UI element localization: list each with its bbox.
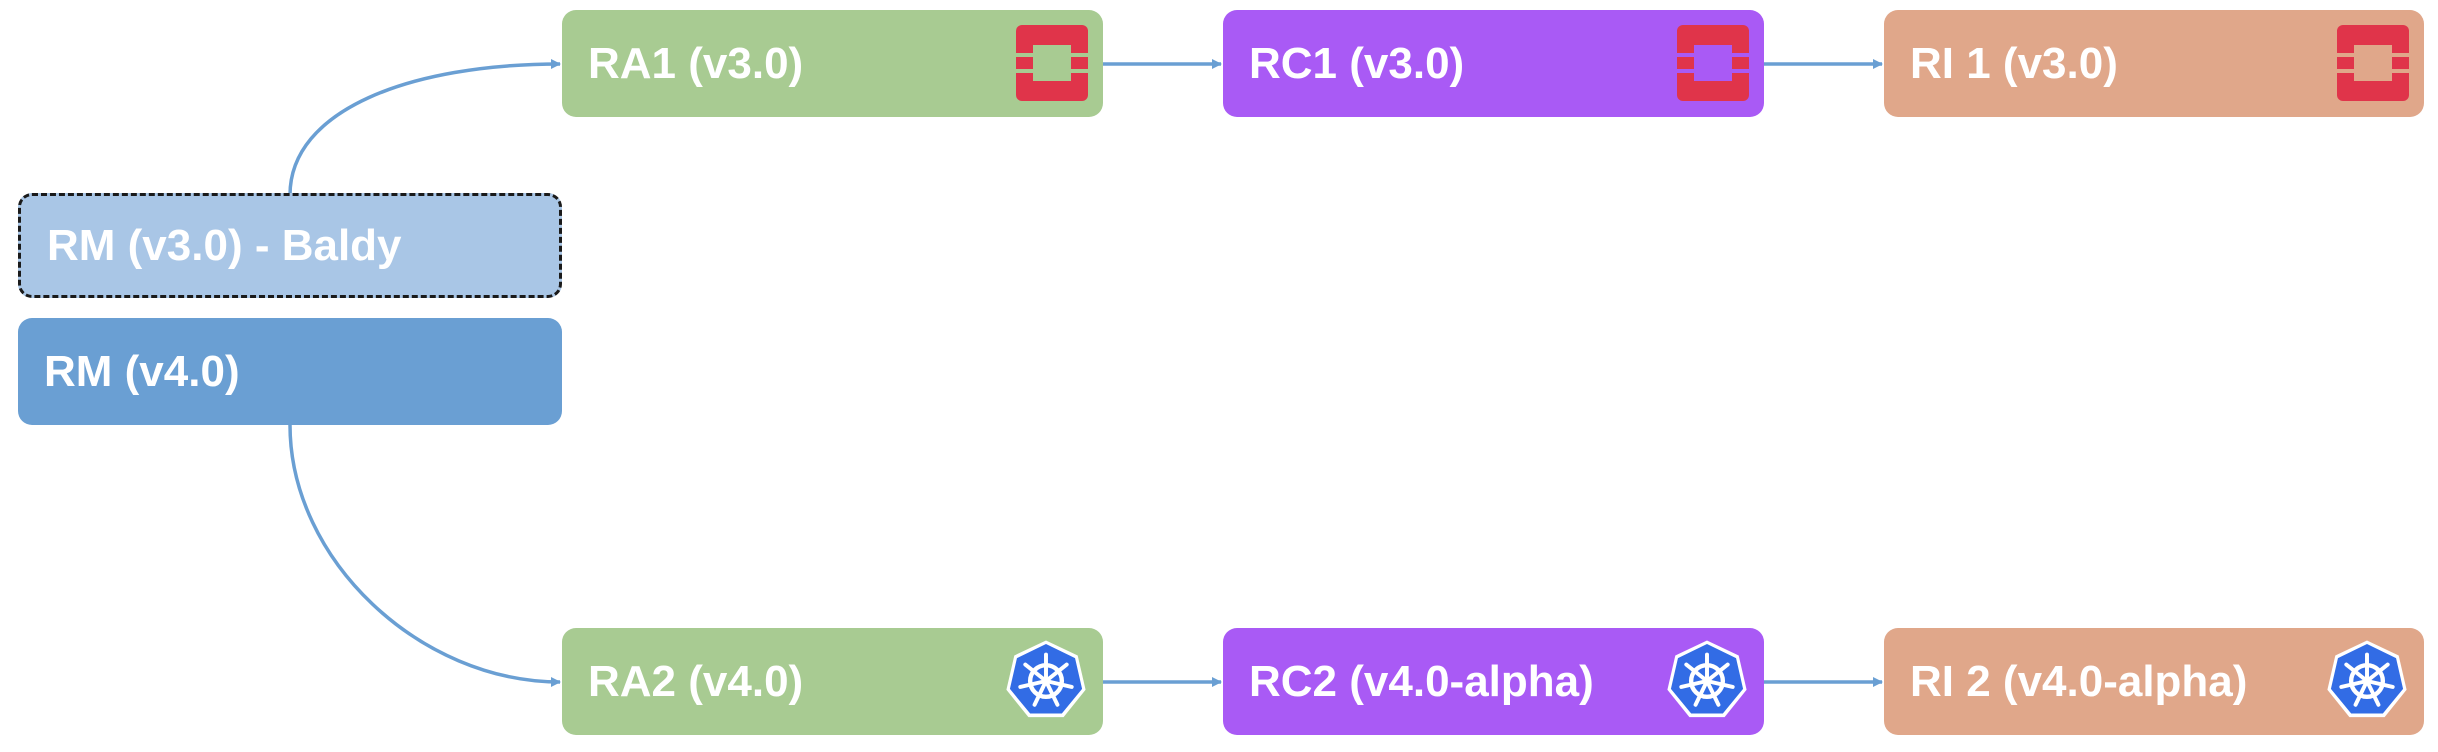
node-label: RC1 (v3.0) bbox=[1249, 38, 1465, 88]
openstack-icon bbox=[1016, 25, 1088, 101]
node-label: RM (v4.0) bbox=[44, 346, 240, 396]
node-rm-v4: RM (v4.0) bbox=[18, 318, 562, 425]
kubernetes-icon bbox=[2327, 640, 2407, 718]
node-rc2: RC2 (v4.0-alpha) bbox=[1223, 628, 1764, 735]
kubernetes-icon bbox=[1667, 640, 1747, 718]
node-label: RC2 (v4.0-alpha) bbox=[1249, 656, 1594, 706]
node-ra2: RA2 (v4.0) bbox=[562, 628, 1103, 735]
node-label: RI 1 (v3.0) bbox=[1910, 38, 2118, 88]
edge-rm-v4-to-ra2 bbox=[288, 424, 561, 687]
openstack-icon bbox=[2337, 25, 2409, 101]
node-label: RI 2 (v4.0-alpha) bbox=[1910, 656, 2248, 706]
node-rc1: RC1 (v3.0) bbox=[1223, 10, 1764, 117]
kubernetes-icon bbox=[1006, 640, 1086, 718]
node-label: RA2 (v4.0) bbox=[588, 656, 804, 706]
node-ra1: RA1 (v3.0) bbox=[562, 10, 1103, 117]
node-rm-v3-baldy: RM (v3.0) - Baldy bbox=[18, 193, 562, 298]
openstack-icon bbox=[1677, 25, 1749, 101]
node-label: RM (v3.0) - Baldy bbox=[47, 220, 402, 270]
node-ri2: RI 2 (v4.0-alpha) bbox=[1884, 628, 2424, 735]
node-ri1: RI 1 (v3.0) bbox=[1884, 10, 2424, 117]
node-label: RA1 (v3.0) bbox=[588, 38, 804, 88]
edge-rm-v3-to-ra1 bbox=[288, 59, 561, 196]
